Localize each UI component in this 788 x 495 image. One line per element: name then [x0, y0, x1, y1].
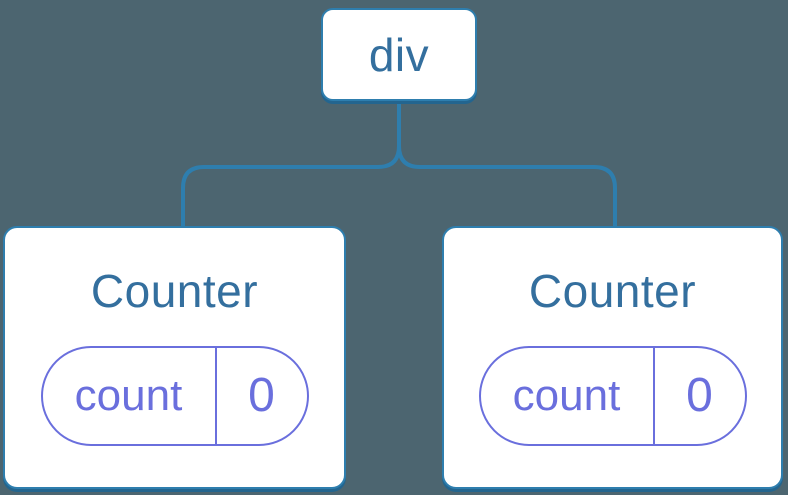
counter-node-right: Counter count 0 [442, 226, 783, 489]
state-value: 0 [686, 369, 713, 422]
root-node: div [321, 8, 477, 101]
state-pill-divider [214, 348, 217, 444]
state-pill: count 0 [478, 346, 747, 446]
counter-node-title: Counter [528, 265, 697, 317]
connector-right-branch [397, 101, 617, 227]
state-pill-divider [652, 348, 655, 444]
counter-node-title: Counter [90, 265, 259, 317]
state-key-label: count [512, 371, 621, 420]
state-value: 0 [248, 369, 275, 422]
state-pill: count 0 [40, 346, 309, 446]
state-key-label: count [74, 371, 183, 420]
connector-left-branch [181, 101, 401, 227]
root-node-label: div [368, 28, 430, 81]
counter-node-left: Counter count 0 [3, 226, 346, 489]
